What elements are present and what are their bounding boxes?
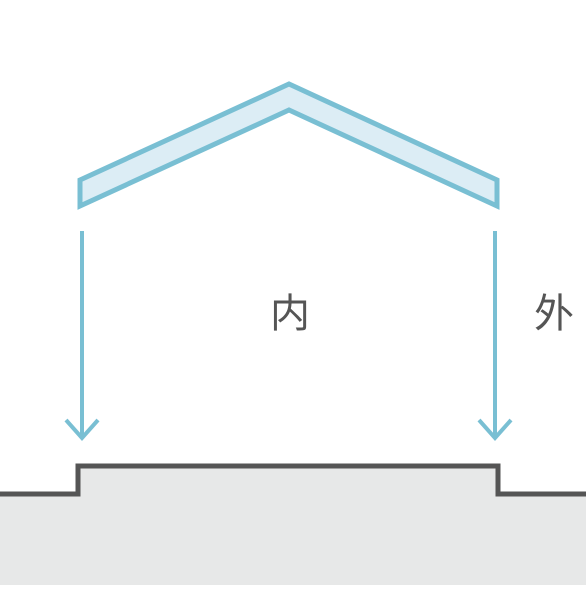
- inside-label: 内: [270, 291, 310, 337]
- left-down-arrow: [64, 231, 100, 442]
- roof: [77, 81, 500, 210]
- ground-fill: [0, 466, 586, 585]
- right-down-arrow: [477, 231, 513, 442]
- ground-outline: [0, 463, 586, 497]
- outside-label: 外: [534, 291, 574, 337]
